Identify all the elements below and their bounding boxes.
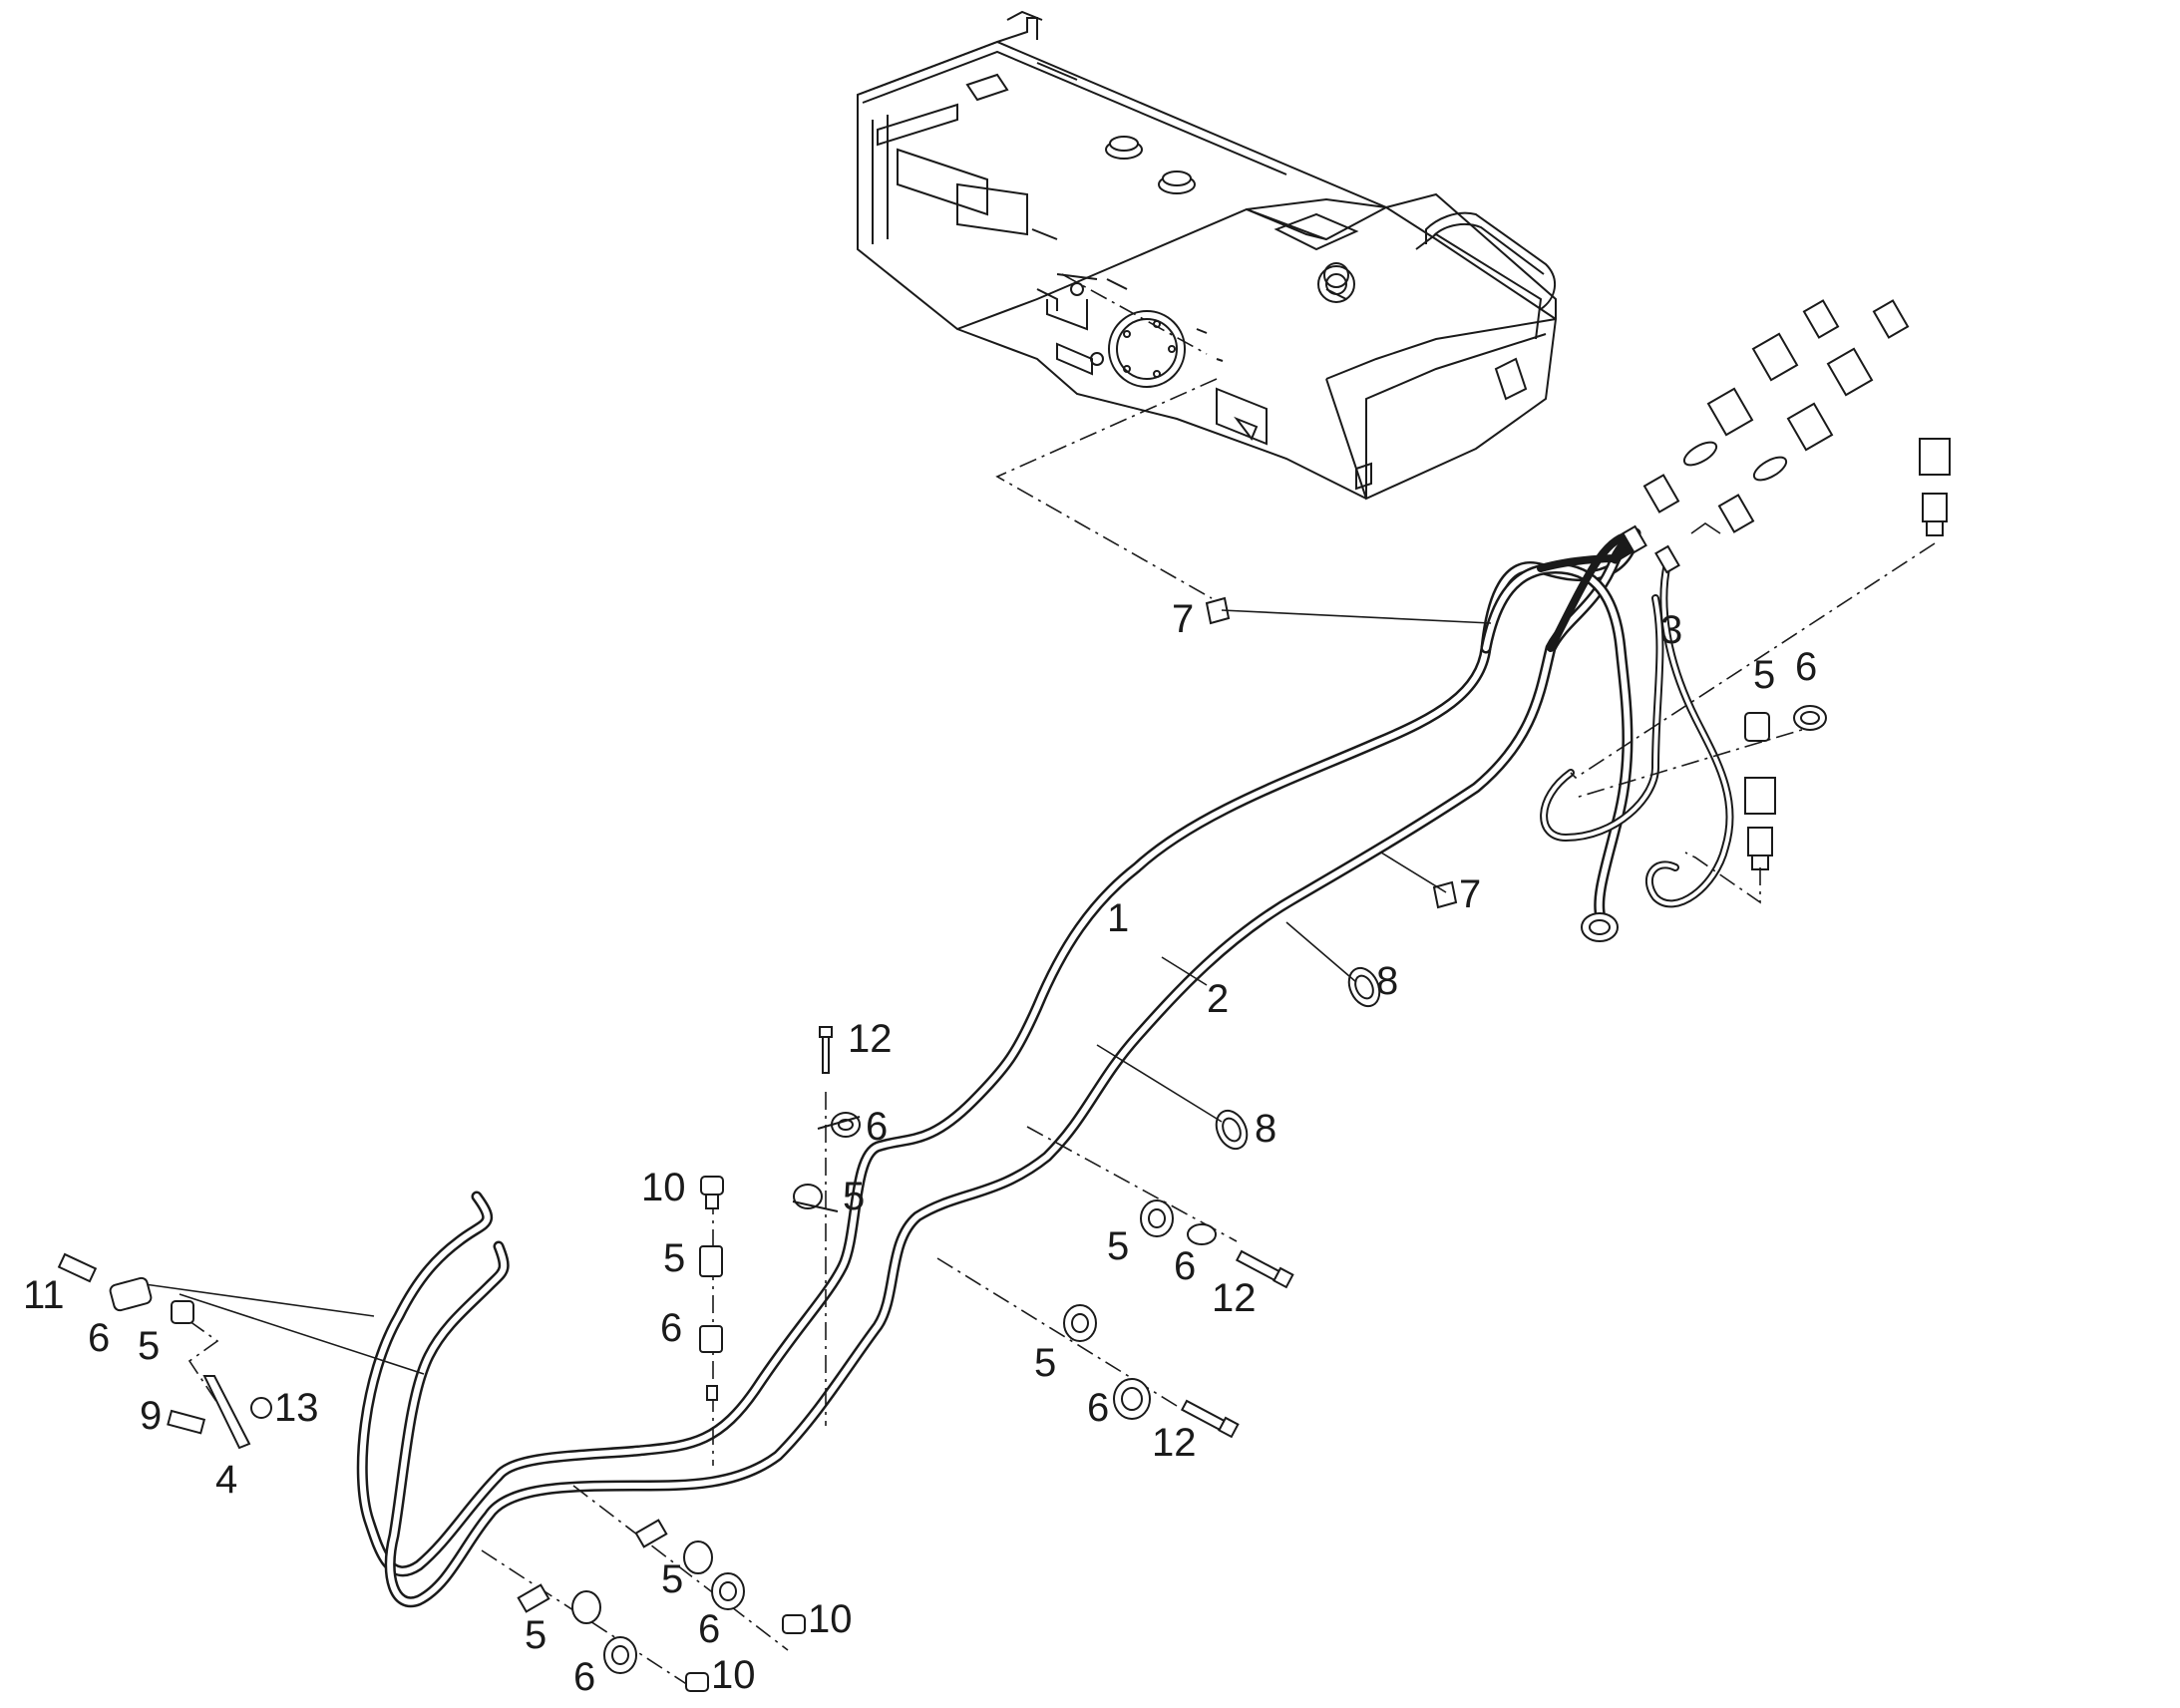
bolt-9 [167, 1409, 206, 1435]
spacer-lower-a [634, 1519, 668, 1548]
fitting-bracket-line [1690, 522, 1721, 534]
callout-5-mid-lower: 5 [1034, 1341, 1056, 1385]
clamp-6-right [1793, 705, 1827, 731]
hose-2 [384, 552, 1622, 1608]
leader-lines [144, 609, 1492, 1375]
hose-1-upper-loop [1480, 527, 1641, 923]
fitting-stack-left [1622, 299, 1840, 554]
callout-12-mid-lower: 12 [1152, 1421, 1197, 1465]
callout-6-left: 6 [88, 1316, 110, 1360]
callout-5-lower-b: 5 [525, 1613, 546, 1657]
spacer-stack [706, 1385, 718, 1401]
callout-5-left: 5 [138, 1324, 160, 1368]
callout-13: 13 [274, 1386, 319, 1430]
callout-8-upper: 8 [1376, 959, 1398, 1003]
clamp-6-left [109, 1276, 153, 1312]
callout-labels: 7 3 5 6 7 1 2 8 12 8 6 10 5 5 5 6 12 6 1… [23, 597, 1817, 1699]
p-clamp-right [1581, 912, 1619, 942]
callout-5-mid-upper: 5 [1107, 1224, 1129, 1268]
callout-6-mid-upper: 6 [1174, 1244, 1196, 1288]
callout-9: 9 [140, 1394, 162, 1438]
spacer-lower-b [517, 1583, 550, 1613]
fuel-tank [857, 10, 1558, 501]
callout-8-lower: 8 [1255, 1107, 1276, 1151]
upper-right-centerline [1570, 542, 1936, 780]
bolt-11 [57, 1252, 98, 1283]
callout-6-mid-lower: 6 [1087, 1386, 1109, 1430]
clamp-5-lower-b [571, 1590, 601, 1624]
bulkhead-fitting-upper [1919, 438, 1951, 536]
bolt-12-mid-lower [1180, 1399, 1240, 1439]
bracket-4 [202, 1375, 251, 1450]
clamp-5-left [171, 1300, 194, 1324]
callout-1: 1 [1107, 896, 1129, 940]
lower-right-centerline [1684, 852, 1761, 904]
clamp-5-lower-a [683, 1540, 713, 1574]
clamp-6-lower-b [603, 1636, 637, 1674]
callout-5-top: 5 [843, 1175, 865, 1218]
clamp-5-mid-upper [1140, 1199, 1174, 1237]
hose-3 [1540, 559, 1734, 908]
callout-7-mid: 7 [1459, 872, 1481, 916]
clamp-6-mid-lower [1113, 1378, 1151, 1420]
clamp-5-stack [699, 1245, 723, 1277]
clamp-6-lower-a [711, 1572, 745, 1610]
callout-3: 3 [1660, 608, 1682, 652]
clamp-6-mid-upper [1187, 1223, 1217, 1245]
clamp-5-right [1744, 712, 1770, 742]
callout-11: 11 [23, 1273, 65, 1317]
callout-4: 4 [215, 1458, 237, 1502]
clamp-5-mid-lower [1063, 1304, 1097, 1342]
clamp-8-upper [1347, 966, 1381, 1008]
callout-6-stack: 6 [660, 1306, 682, 1350]
bolt-12-top [819, 1026, 833, 1074]
bolt-12-mid-upper [1235, 1249, 1294, 1289]
tank-centerline [1061, 273, 1208, 355]
hose-top-tail [1537, 529, 1644, 652]
callout-7-top: 7 [1172, 597, 1194, 641]
callout-12-mid-upper: 12 [1212, 1276, 1257, 1320]
clamp-6-stack [699, 1325, 723, 1353]
clamp-5-top [792, 1184, 839, 1212]
nut-13 [250, 1397, 272, 1419]
bolt-10-stack [700, 1176, 724, 1209]
callout-12-top: 12 [848, 1017, 893, 1061]
callout-2: 2 [1207, 977, 1229, 1021]
callout-10-lower-b: 10 [711, 1653, 756, 1697]
tank-to-grommet-centerline [995, 378, 1218, 599]
callout-6-right: 6 [1795, 645, 1817, 689]
callout-10-stack: 10 [641, 1166, 686, 1209]
callout-5-stack: 5 [663, 1236, 685, 1280]
callout-6-top: 6 [866, 1105, 888, 1149]
fitting-stack-right [1654, 299, 1910, 574]
callout-5-right: 5 [1753, 653, 1775, 697]
callout-5-lower-a: 5 [661, 1557, 683, 1601]
bolt-10-lower-b [685, 1672, 709, 1692]
clamp-6-top [817, 1112, 861, 1138]
callout-10-lower-a: 10 [808, 1597, 853, 1641]
grommet-7-top [1205, 596, 1231, 625]
bolt-10-lower-a [782, 1614, 806, 1634]
bulkhead-fitting-lower [1744, 777, 1776, 870]
callout-6-lower-a: 6 [698, 1607, 720, 1651]
clamp-centerline-right [1575, 722, 1826, 799]
callout-6-lower-b: 6 [573, 1655, 595, 1699]
clamp-8-lower [1215, 1109, 1249, 1151]
hose-1 [356, 527, 1641, 1577]
